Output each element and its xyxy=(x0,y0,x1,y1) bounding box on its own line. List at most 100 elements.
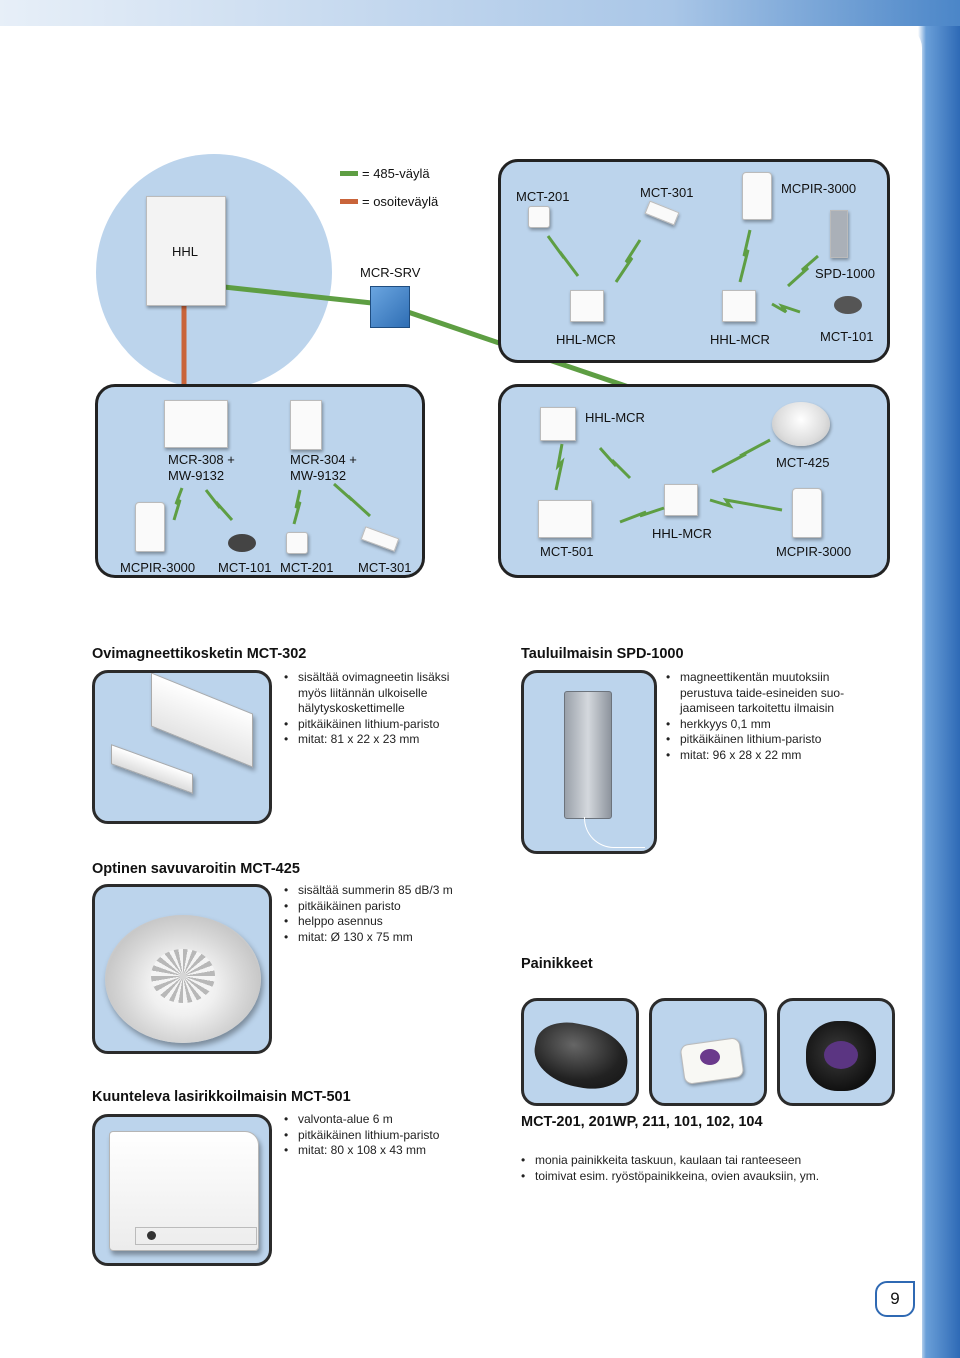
spd1000-cable-shape xyxy=(584,817,645,848)
wireless-zigzag-12 xyxy=(711,438,771,474)
mct501-bullet-3: mitat: 80 x 108 x 43 mm xyxy=(284,1143,484,1159)
mct302-photo xyxy=(92,670,272,824)
tr-mct201-label: MCT-201 xyxy=(516,189,570,204)
tr-hhlmcr1-label: HHL-MCR xyxy=(556,332,616,347)
wireless-zigzag-4 xyxy=(786,254,819,288)
rs485-line-hhl-srv xyxy=(223,284,373,306)
hhl-control-box xyxy=(146,196,226,306)
tr-mct201-device xyxy=(528,206,550,228)
tr-hhlmcr2-label: HHL-MCR xyxy=(710,332,770,347)
wireless-zigzag-14 xyxy=(619,506,665,524)
bl-mct101-label: MCT-101 xyxy=(218,560,272,575)
mct302-magnet-shape xyxy=(111,744,193,794)
painikkeet-bullet-2: toimivat esim. ryöstöpainikkeina, ovien … xyxy=(521,1169,901,1185)
mcr-srv-box xyxy=(370,286,410,328)
mct425-photo xyxy=(92,884,272,1054)
wireless-zigzag-10 xyxy=(554,443,565,491)
legend-swatch-bus xyxy=(340,171,358,176)
mct501-title: Kuunteleva lasirikkoilmaisin MCT-501 xyxy=(92,1089,351,1105)
spd1000-bullet-1: magneettikentän muutoksiin perustuva tai… xyxy=(666,670,862,717)
mct501-lower-panel xyxy=(135,1227,257,1245)
tr-mcpir3000-device xyxy=(742,172,772,220)
mct302-bullet-3: mitat: 81 x 22 x 23 mm xyxy=(284,732,474,748)
bl-mcpir3000-device xyxy=(135,502,165,552)
wireless-zigzag-9 xyxy=(333,482,372,518)
mct425-bullet-4: mitat: Ø 130 x 75 mm xyxy=(284,930,484,946)
painikkeet-title: Painikkeet xyxy=(521,956,593,972)
br-hhlmcr2-label: HHL-MCR xyxy=(652,526,712,541)
wireless-zigzag-13 xyxy=(709,497,783,512)
mct425-bullet-1: sisältää summerin 85 dB/3 m xyxy=(284,883,484,899)
hhl-label: HHL xyxy=(172,244,199,259)
painikkeet-models: MCT-201, 201WP, 211, 101, 102, 104 xyxy=(521,1114,763,1130)
mct501-bullets: valvonta-alue 6 m pitkäikäinen lithium-p… xyxy=(284,1112,484,1159)
mct501-bullet-2: pitkäikäinen lithium-paristo xyxy=(284,1128,484,1144)
legend-swatch-address xyxy=(340,199,358,204)
bl-mct201-label: MCT-201 xyxy=(280,560,334,575)
wireless-zigzag-1 xyxy=(546,235,580,277)
wrist-button-center xyxy=(824,1041,858,1069)
bl-mcpir3000-label: MCPIR-3000 xyxy=(120,560,196,575)
spd1000-title: Tauluilmaisin SPD-1000 xyxy=(521,646,684,662)
tr-spd1000-label: SPD-1000 xyxy=(815,266,875,281)
painike-photo-3 xyxy=(777,998,895,1106)
br-mct425-device xyxy=(772,402,830,446)
tr-mct301-label: MCT-301 xyxy=(640,185,694,200)
spd1000-bullet-2: herkkyys 0,1 mm xyxy=(666,717,862,733)
mct425-bullet-2: pitkäikäinen paristo xyxy=(284,899,484,915)
br-hhlmcr1-label: HHL-MCR xyxy=(585,410,645,425)
bl-mcr308-label: MCR-308 + MW-9132 xyxy=(168,452,235,483)
wireless-zigzag-7 xyxy=(204,489,234,521)
br-mct501-device xyxy=(538,500,592,538)
wireless-zigzag-11 xyxy=(598,447,632,480)
spd1000-device-shape xyxy=(564,691,612,819)
bl-mcr304-device xyxy=(290,400,322,450)
tr-mct101-device xyxy=(834,296,862,314)
br-hhlmcr1-device xyxy=(540,407,576,441)
spd1000-bullet-3: pitkäikäinen lithium-paristo xyxy=(666,732,862,748)
br-mcpir3000-label: MCPIR-3000 xyxy=(776,544,852,559)
bl-mct201-device xyxy=(286,532,308,554)
spd1000-photo xyxy=(521,670,657,854)
br-hhlmcr2-device xyxy=(664,484,698,516)
spd1000-bullet-4: mitat: 96 x 28 x 22 mm xyxy=(666,748,862,764)
painikkeet-bullet-1: monia painikkeita taskuun, kaulaan tai r… xyxy=(521,1153,901,1169)
tr-hhlmcr1-device xyxy=(570,290,604,322)
wireless-zigzag-2 xyxy=(614,239,642,283)
mct501-bullet-1: valvonta-alue 6 m xyxy=(284,1112,484,1128)
spd1000-bullets: magneettikentän muutoksiin perustuva tai… xyxy=(666,670,862,764)
tr-hhlmcr2-device xyxy=(722,290,756,322)
panel-top-right xyxy=(498,159,890,363)
mct501-led xyxy=(147,1231,156,1240)
mct425-bullets: sisältää summerin 85 dB/3 m pitkäikäinen… xyxy=(284,883,484,945)
mcr-srv-label: MCR-SRV xyxy=(360,265,421,280)
wireless-zigzag-8 xyxy=(292,489,302,525)
mct302-bullet-2: pitkäikäinen lithium-paristo xyxy=(284,717,474,733)
tr-mcpir3000-label: MCPIR-3000 xyxy=(781,181,857,196)
mct425-vent-shape xyxy=(151,949,215,1003)
mct425-bullet-3: helppo asennus xyxy=(284,914,484,930)
neck-pendant-button xyxy=(700,1049,720,1065)
bl-mcr308-device xyxy=(164,400,228,448)
mct425-title: Optinen savuvaroitin MCT-425 xyxy=(92,861,300,877)
mct302-sensor-shape xyxy=(151,673,253,768)
br-mct425-label: MCT-425 xyxy=(776,455,830,470)
wireless-zigzag-6 xyxy=(172,487,184,521)
tr-mct101-label: MCT-101 xyxy=(820,329,874,344)
bl-mct301-label: MCT-301 xyxy=(358,560,412,575)
mct302-bullet-1: sisältää ovimagneetin lisäksi myös liitä… xyxy=(284,670,474,717)
mct302-bullets: sisältää ovimagneetin lisäksi myös liitä… xyxy=(284,670,474,748)
wireless-zigzag-5 xyxy=(771,302,801,314)
page-number: 9 xyxy=(875,1281,915,1317)
wireless-links xyxy=(172,229,819,525)
painikkeet-bullets: monia painikkeita taskuun, kaulaan tai r… xyxy=(521,1153,901,1184)
bl-mcr304-label: MCR-304 + MW-9132 xyxy=(290,452,357,483)
br-mcpir3000-device xyxy=(792,488,822,538)
br-mct501-label: MCT-501 xyxy=(540,544,594,559)
painike-photo-1 xyxy=(521,998,639,1106)
painike-photo-2 xyxy=(649,998,767,1106)
mct501-device-shape xyxy=(109,1131,259,1251)
tr-spd1000-device xyxy=(830,210,848,258)
mct302-title: Ovimagneettikosketin MCT-302 xyxy=(92,646,307,662)
